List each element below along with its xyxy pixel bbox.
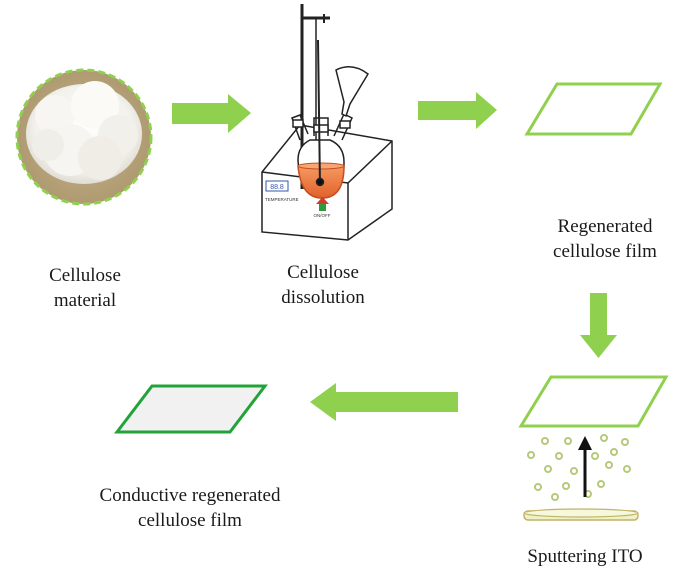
label-sputtering-ito: Sputtering ITO (527, 546, 643, 567)
temperature-display (265, 180, 289, 192)
arrow-left (310, 383, 458, 421)
regenerated-film (524, 82, 663, 136)
temperature-label: TEMPERATURE (265, 197, 299, 202)
label-cellulose-dissolution: Cellulose dissolution (281, 262, 365, 308)
ito-particles (527, 434, 631, 501)
sputtering-target-film (518, 375, 669, 428)
power-icon (319, 203, 326, 211)
onoff-label: ON/OFF (314, 213, 331, 218)
label-cellulose-material: Cellulose material (49, 265, 121, 311)
label-regenerated-film: Regenerated cellulose film (553, 216, 657, 262)
funnel (335, 66, 369, 118)
ito-target-dish (523, 508, 639, 521)
arrow-down (580, 293, 617, 358)
cellulose-material-image (15, 68, 153, 206)
dashed-circle-outline (15, 68, 153, 206)
arrow-right-1 (172, 94, 251, 133)
conductive-film (113, 384, 269, 434)
label-conductive-film: Conductive regenerated cellulose film (99, 485, 281, 531)
arrow-right-2 (418, 92, 497, 129)
dissolution-apparatus (261, 4, 393, 241)
display-text: 88.8 (270, 184, 284, 191)
